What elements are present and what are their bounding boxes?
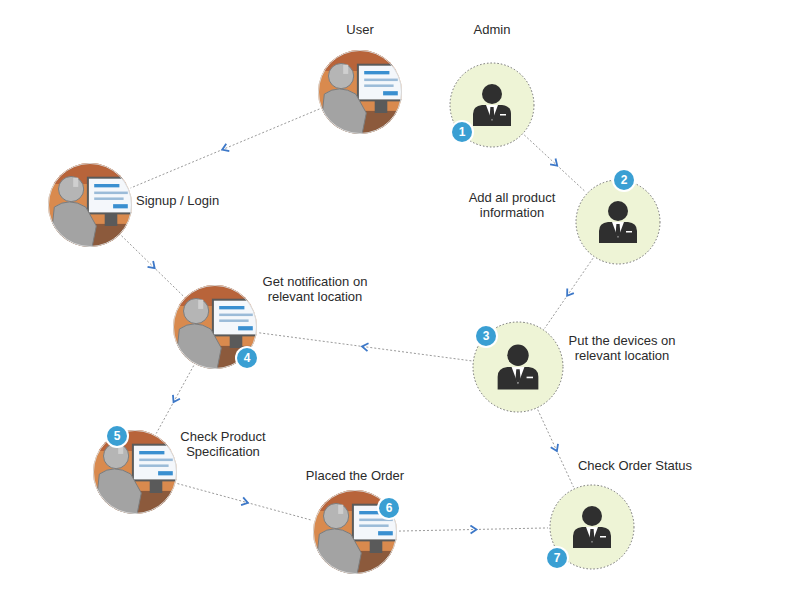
- user-illustration: [48, 163, 132, 247]
- callout-number: 6: [379, 498, 399, 518]
- step-label: Placed the Order: [300, 468, 410, 483]
- user-circle: Signup / Login: [48, 163, 132, 247]
- flow-connector: [177, 484, 312, 521]
- flow-connector: [156, 366, 193, 434]
- step-label: Check Order Status: [574, 458, 696, 473]
- callout-number: 2: [614, 170, 634, 190]
- step-label: Signup / Login: [136, 193, 219, 208]
- step-label: Put the devices on relevant location: [566, 333, 678, 363]
- admin-icon: [576, 180, 660, 264]
- step-label: User: [320, 22, 400, 37]
- user-illustration: [93, 430, 177, 514]
- callout-number: 7: [547, 548, 567, 568]
- callout-number: 4: [237, 348, 257, 368]
- admin-circle: Admin1: [450, 63, 534, 147]
- callout-number: 5: [107, 426, 127, 446]
- flow-connector: [259, 333, 472, 361]
- step-label: Get notification on relevant location: [254, 274, 376, 304]
- user-circle: User: [318, 50, 402, 134]
- flow-connector: [121, 236, 183, 297]
- admin-circle: 3Put the devices on relevant location: [473, 322, 563, 412]
- user-circle: Placed the Order6: [313, 490, 397, 574]
- flow-connector: [545, 258, 593, 328]
- step-label: Admin: [452, 22, 532, 37]
- admin-circle: 2Add all product information: [576, 180, 660, 264]
- flow-connector: [131, 109, 320, 188]
- step-label: Check Product Specification: [174, 429, 272, 459]
- step-label: Add all product information: [456, 190, 568, 220]
- user-illustration: [318, 50, 402, 134]
- flow-connector: [399, 528, 548, 531]
- user-circle: 5Check Product Specification: [93, 430, 177, 514]
- flow-connector: [538, 410, 574, 487]
- user-circle: Get notification on relevant location4: [173, 285, 257, 369]
- callout-number: 1: [452, 122, 472, 142]
- callout-number: 3: [476, 326, 496, 346]
- flow-connector: [524, 135, 586, 192]
- admin-circle: Check Order Status7: [550, 485, 634, 569]
